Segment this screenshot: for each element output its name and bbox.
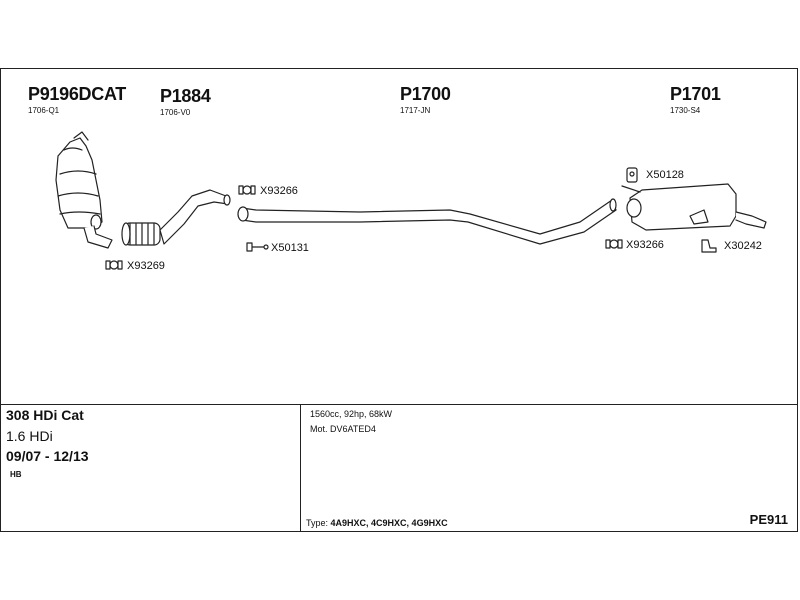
engine-motor-spec: Mot. DV6ATED4 [310, 424, 376, 434]
clamp-icon[interactable] [605, 239, 623, 249]
catalytic-converter[interactable] [55, 131, 113, 249]
engine-power-spec: 1560cc, 92hp, 68kW [310, 409, 393, 419]
part-code: 1730-S4 [670, 106, 701, 115]
part-number: P1701 [670, 84, 721, 104]
fitting-ref-clamp[interactable]: X93266 [626, 239, 664, 251]
footer-column-divider [300, 404, 301, 532]
fitting-ref-clamp[interactable]: X93269 [127, 260, 165, 272]
fitting-ref-clamp[interactable]: X93266 [260, 185, 298, 197]
type-row: Type: 4A9HXC, 4C9HXC, 4G9HXC [306, 518, 448, 528]
vehicle-years: 09/07 - 12/13 [6, 448, 89, 464]
part-code: 1706-V0 [160, 108, 191, 117]
part-code: 1717-JN [400, 106, 431, 115]
clamp-icon[interactable] [238, 185, 256, 195]
footer-divider [0, 404, 798, 405]
type-label: Type: [306, 518, 329, 528]
diagram-sheet [0, 68, 798, 532]
rubber-hanger-icon[interactable] [626, 167, 638, 183]
vehicle-engine: 1.6 HDi [6, 428, 53, 444]
vehicle-model: 308 HDi Cat [6, 407, 84, 423]
type-codes: 4A9HXC, 4C9HXC, 4G9HXC [330, 518, 448, 528]
diagram-code: PE911 [749, 512, 788, 527]
part-code: 1706-Q1 [28, 106, 60, 115]
fitting-ref-bolt[interactable]: X50131 [271, 242, 309, 254]
fitting-ref-hanger[interactable]: X50128 [646, 169, 684, 181]
part-flex-pipe[interactable]: P1884 1706-V0 [160, 86, 211, 118]
part-catalytic-converter[interactable]: P9196DCAT 1706-Q1 [28, 84, 126, 116]
bracket-icon[interactable] [701, 239, 717, 253]
part-number: P1884 [160, 86, 211, 106]
fitting-ref-bracket[interactable]: X30242 [724, 240, 762, 252]
part-rear-silencer[interactable]: P1701 1730-S4 [670, 84, 721, 116]
intermediate-pipe[interactable] [237, 198, 617, 245]
part-intermediate-pipe[interactable]: P1700 1717-JN [400, 84, 451, 116]
rear-silencer[interactable] [621, 183, 767, 231]
vehicle-body-type: HB [10, 470, 22, 479]
part-number: P1700 [400, 84, 451, 104]
bolt-icon[interactable] [246, 242, 269, 252]
flex-pipe[interactable] [121, 189, 231, 246]
clamp-icon[interactable] [105, 260, 123, 270]
part-number: P9196DCAT [28, 84, 127, 104]
